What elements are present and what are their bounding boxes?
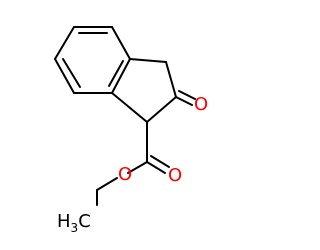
bond-benzene-5-inner bbox=[62, 58, 81, 88]
bond-ester-carbonyl-1 bbox=[146, 161, 166, 174]
bond-ring-ch2-1 bbox=[129, 58, 167, 63]
methyl-c: C bbox=[78, 211, 91, 232]
bond-benzene-3-inner bbox=[108, 60, 124, 87]
bond-benzene-6 bbox=[54, 26, 75, 60]
bond-benzene-3 bbox=[111, 58, 131, 94]
bond-ester-single-oxygen bbox=[127, 161, 148, 174]
bond-oxygen-methyl bbox=[96, 177, 118, 191]
methyl-h: H bbox=[57, 211, 71, 232]
bond-ring-ch2-2 bbox=[165, 61, 177, 98]
bond-ester-carbonyl-2 bbox=[150, 155, 170, 168]
bond-ring-c1-ketone bbox=[146, 96, 177, 123]
cyclopentanone-ring bbox=[111, 58, 177, 123]
ketone-group: O bbox=[175, 90, 208, 115]
methyl-subscript: 3 bbox=[71, 221, 79, 235]
ester-carbonyl-oxygen-label: O bbox=[168, 165, 182, 186]
chemical-structure-diagram: O O O H3C bbox=[54, 26, 208, 235]
ester-group: O O H3C bbox=[57, 121, 182, 235]
ketone-oxygen-label: O bbox=[194, 94, 208, 115]
ester-ether-oxygen-label: O bbox=[118, 164, 132, 185]
bond-benzene-5 bbox=[54, 58, 75, 94]
bond-ring-c1-aromatic bbox=[111, 92, 148, 123]
methyl-group-label: H3C bbox=[57, 211, 91, 235]
bond-ketone-double-2 bbox=[178, 90, 196, 100]
bond-benzene-2 bbox=[111, 26, 131, 60]
bond-ketone-double-1 bbox=[175, 96, 193, 106]
benzene-ring bbox=[54, 26, 131, 94]
